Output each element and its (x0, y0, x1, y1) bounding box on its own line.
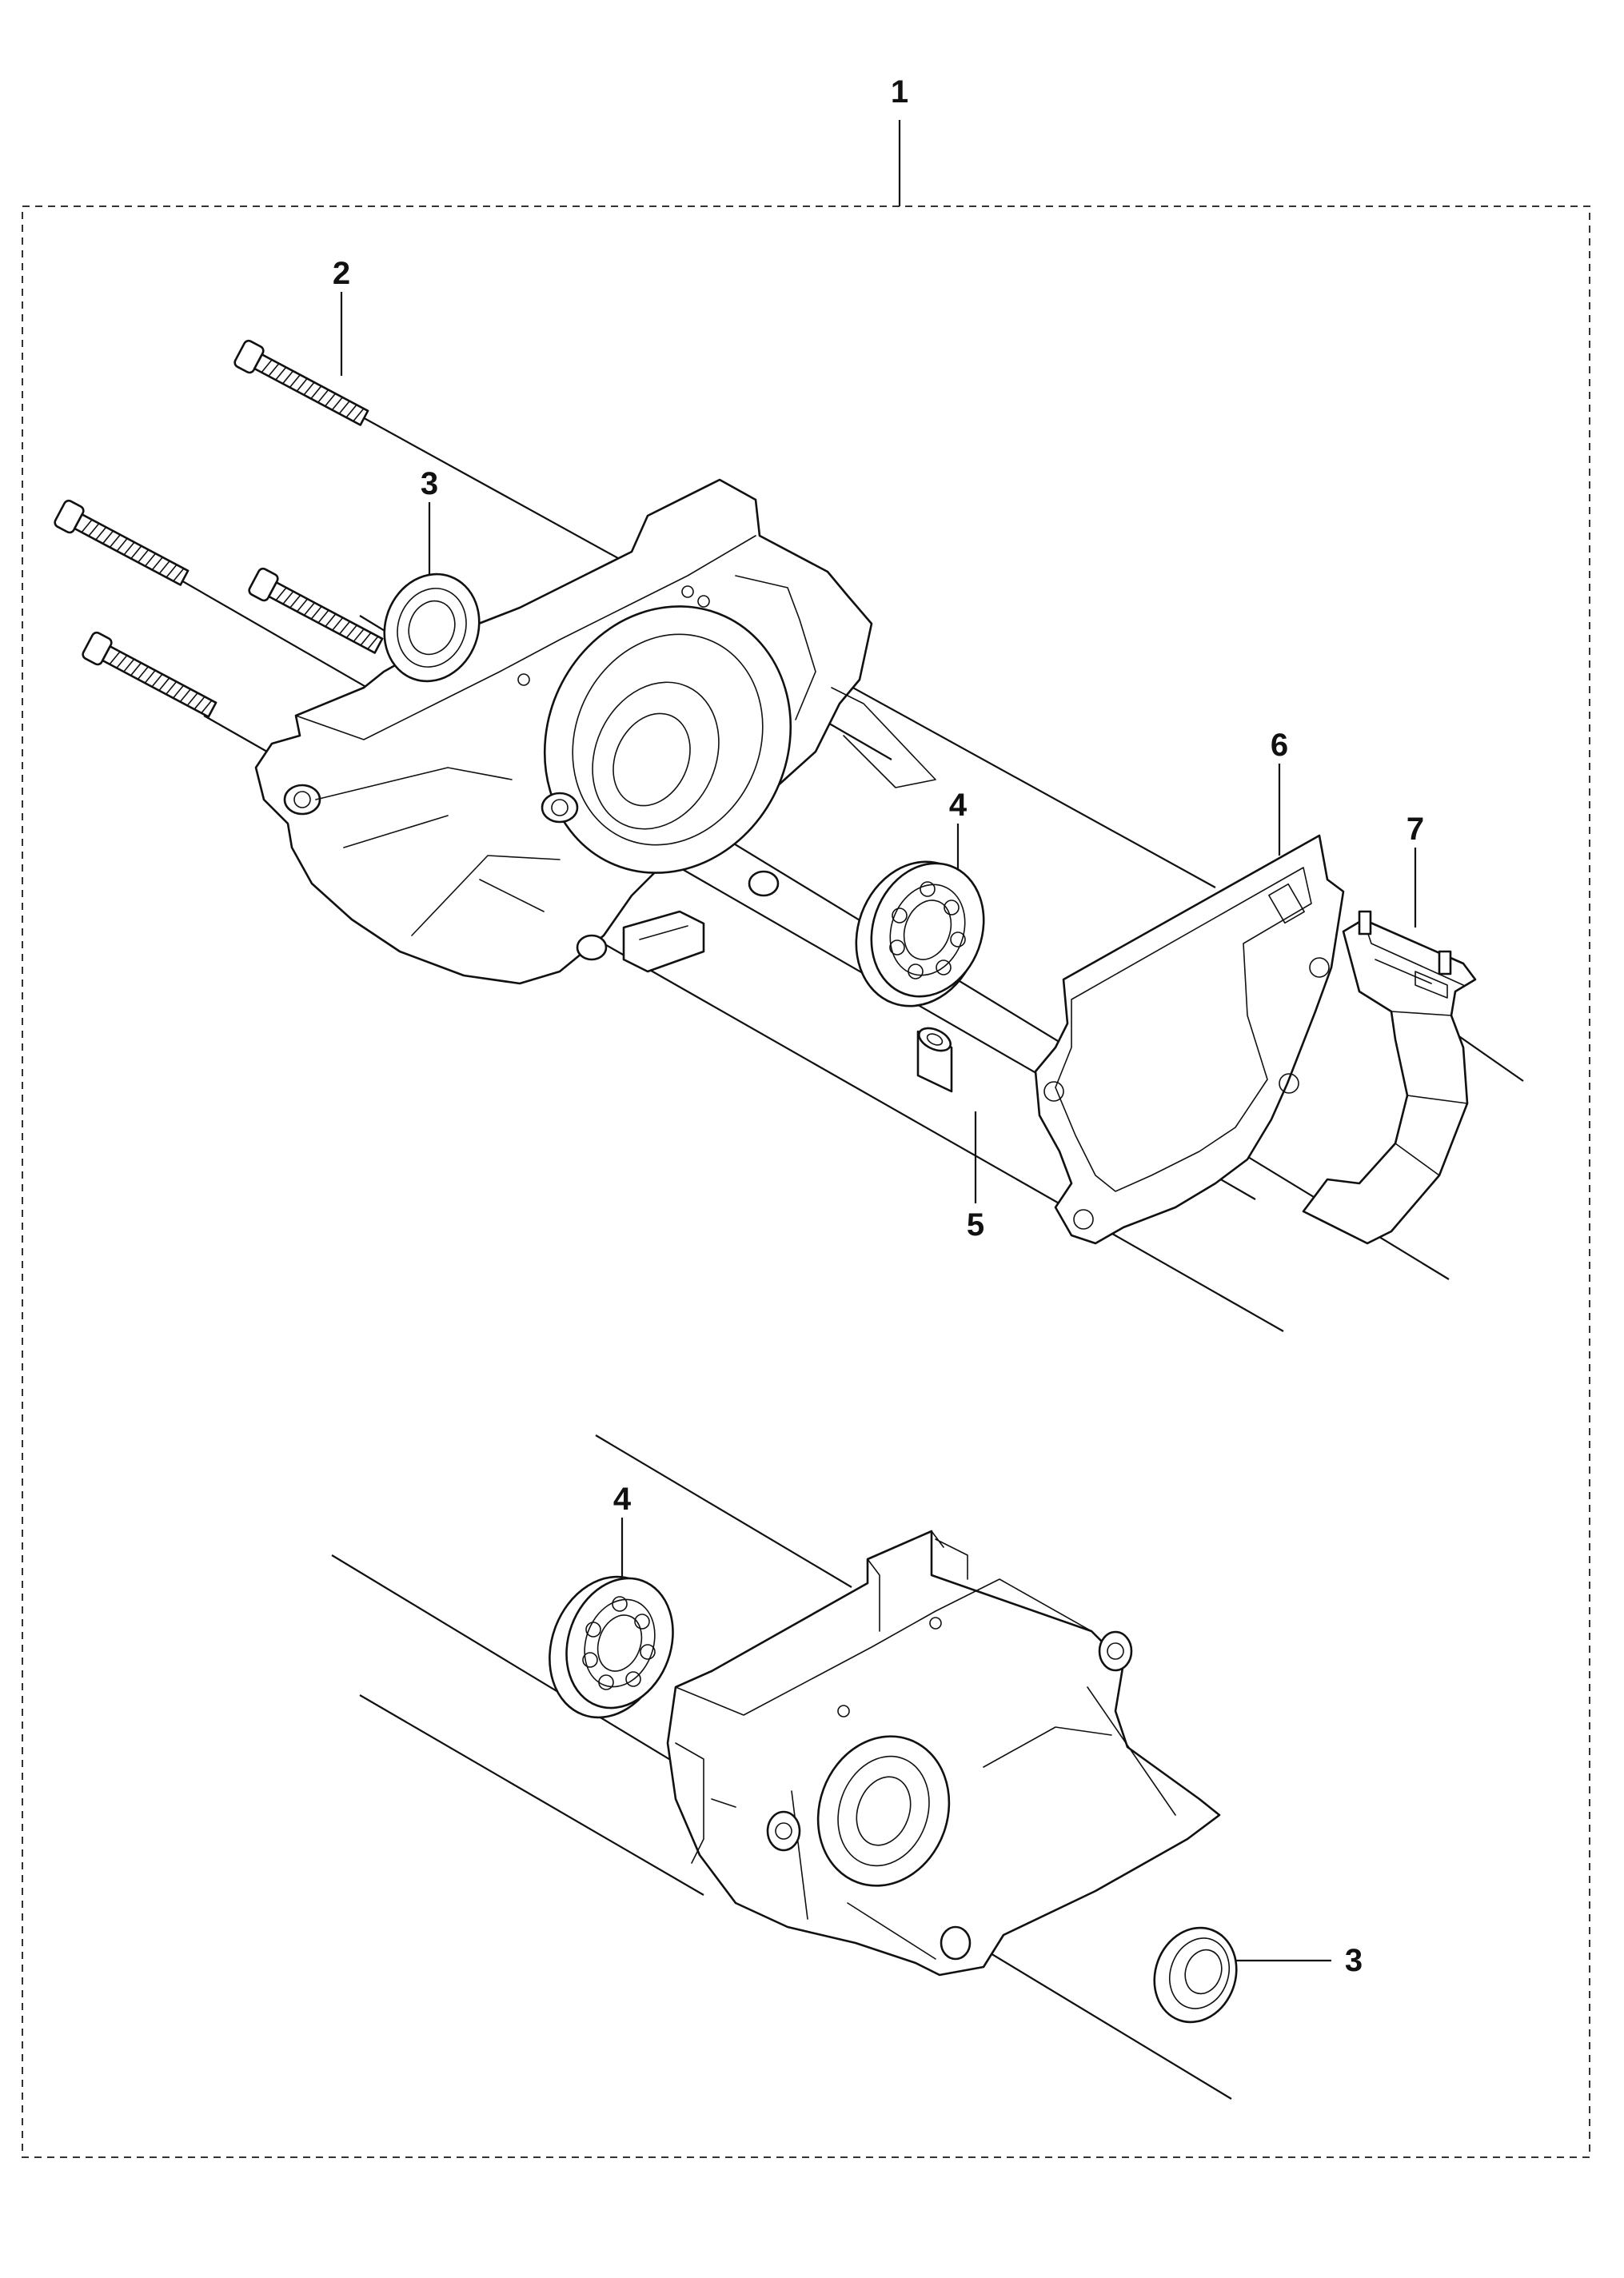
screw-2-left-upper (54, 499, 190, 586)
bearing-4-top (855, 860, 985, 1007)
crankcase-half-top (254, 478, 936, 985)
crankcase-half-bottom (666, 1530, 1221, 1977)
screw-2-top (233, 339, 369, 426)
assembly-frame (22, 205, 1590, 2158)
callout-7[interactable]: 7 (1407, 812, 1424, 847)
callout-1[interactable]: 1 (891, 74, 908, 110)
gasket-6 (1034, 834, 1345, 1245)
callout-3-bottom[interactable]: 3 (1345, 1943, 1363, 1978)
callout-2[interactable]: 2 (333, 256, 350, 291)
screw-2-middle (248, 567, 384, 654)
screw-2-left-lower (82, 631, 217, 718)
callout-4-top[interactable]: 4 (949, 788, 968, 823)
callout-4-bottom[interactable]: 4 (613, 1482, 632, 1517)
bracket-7 (1302, 910, 1477, 1245)
dowel-sleeve-5 (916, 1027, 953, 1093)
callout-3-top[interactable]: 3 (421, 466, 438, 501)
callout-6[interactable]: 6 (1271, 728, 1288, 763)
oil-seal-3-bottom (1153, 1926, 1238, 2024)
callout-5[interactable]: 5 (967, 1207, 984, 1243)
oil-seal-3-top (383, 572, 481, 683)
bearing-4-bottom (549, 1575, 674, 1719)
